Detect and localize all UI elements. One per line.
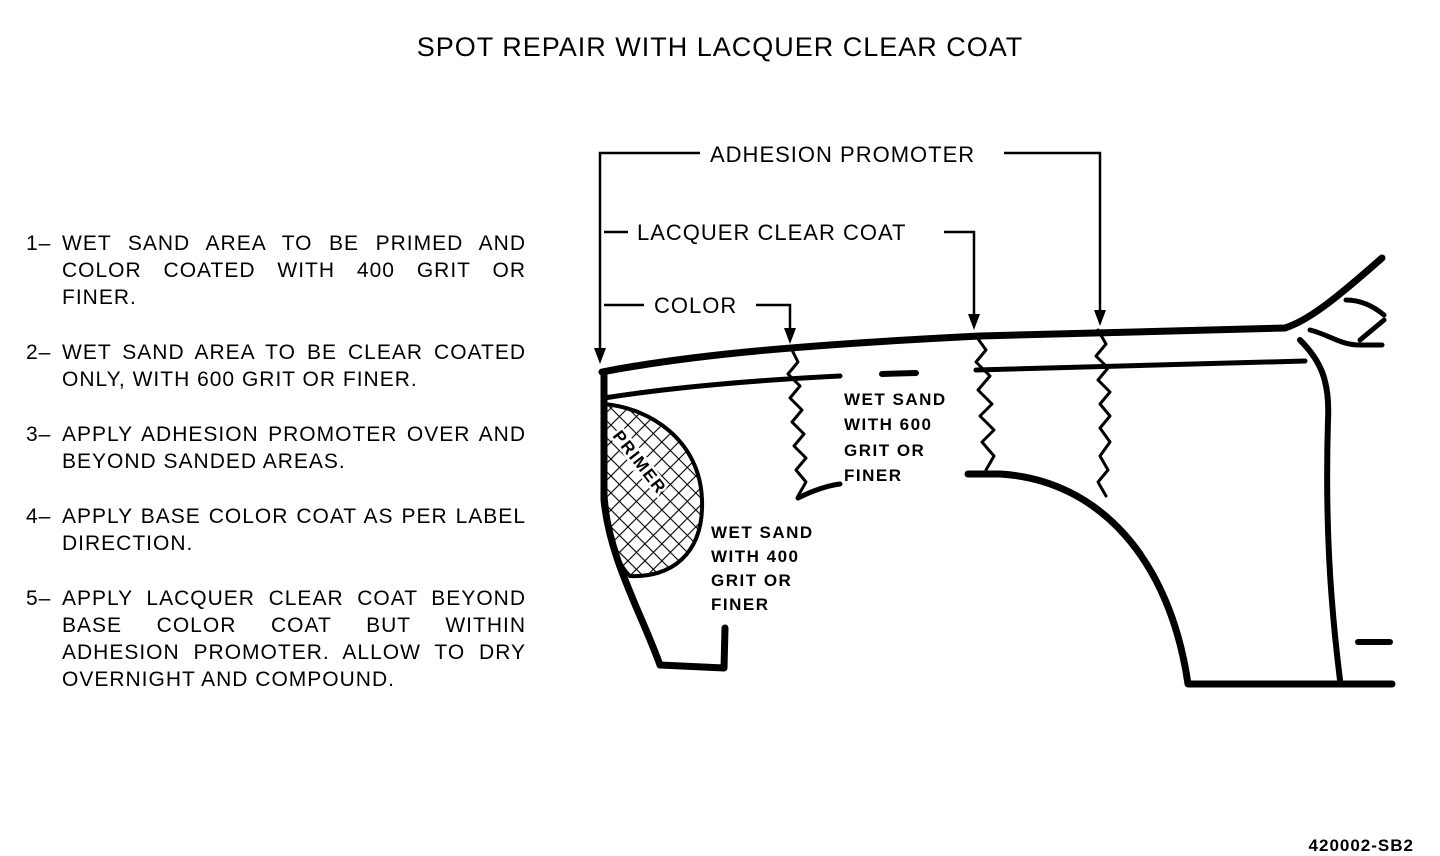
svg-text:WET SAND: WET SAND — [711, 523, 814, 542]
step-number: 3– — [26, 423, 52, 446]
step-text: APPLY LACQUER CLEAR COAT BEYOND BASE COL… — [62, 587, 526, 691]
svg-text:GRIT OR: GRIT OR — [711, 571, 792, 590]
figure-code: 420002-SB2 — [1308, 836, 1414, 855]
diagram-title: SPOT REPAIR WITH LACQUER CLEAR COAT — [416, 32, 1024, 62]
step-3: 3– APPLY ADHESION PROMOTER OVER AND BEYO… — [26, 421, 526, 475]
lacquer-clear-coat-label: LACQUER CLEAR COAT — [637, 220, 906, 245]
step-text: APPLY ADHESION PROMOTER OVER AND BEYOND … — [62, 423, 526, 473]
step-5: 5– APPLY LACQUER CLEAR COAT BEYOND BASE … — [26, 585, 526, 693]
fender-body-line — [601, 373, 843, 401]
adhesion-promoter-leader — [598, 151, 700, 355]
color-label: COLOR — [654, 293, 737, 318]
arrowhead — [784, 328, 796, 344]
step-1: 1– WET SAND AREA TO BE PRIMED AND COLOR … — [26, 230, 526, 311]
svg-text:FINER: FINER — [711, 595, 770, 614]
step-number: 2– — [26, 341, 52, 364]
svg-text:GRIT OR: GRIT OR — [844, 441, 925, 460]
arrowhead — [1094, 310, 1106, 326]
fender-front-edge — [600, 368, 729, 672]
instruction-steps: 1– WET SAND AREA TO BE PRIMED AND COLOR … — [26, 230, 526, 721]
step-text: WET SAND AREA TO BE CLEAR COATED ONLY, W… — [62, 341, 526, 391]
fender-top-edge — [598, 254, 1386, 376]
arrowhead — [968, 314, 980, 330]
step-number: 4– — [26, 505, 52, 528]
adhesion-promoter-label: ADHESION PROMOTER — [710, 142, 975, 167]
svg-text:WITH 400: WITH 400 — [711, 547, 800, 566]
step-text: WET SAND AREA TO BE PRIMED AND COLOR COA… — [62, 232, 526, 309]
zigzag-600 — [974, 334, 996, 472]
step-text: APPLY BASE COLOR COAT AS PER LABEL DIREC… — [62, 505, 526, 555]
svg-text:FINER: FINER — [844, 466, 903, 485]
wet-sand-400-label: WET SAND WITH 400 GRIT OR FINER — [711, 523, 814, 614]
step-4: 4– APPLY BASE COLOR COAT AS PER LABEL DI… — [26, 503, 526, 557]
wheel-arch — [964, 470, 1396, 688]
zigzag-adhesion — [1094, 328, 1112, 498]
step-2: 2– WET SAND AREA TO BE CLEAR COATED ONLY… — [26, 339, 526, 393]
step-number: 1– — [26, 232, 52, 255]
arrowhead — [594, 348, 606, 364]
svg-text:WET SAND: WET SAND — [844, 390, 947, 409]
zigzag-400 — [786, 348, 808, 498]
wet-sand-600-label: WET SAND WITH 600 GRIT OR FINER — [844, 390, 947, 485]
step-number: 5– — [26, 587, 52, 610]
svg-text:WITH 600: WITH 600 — [844, 415, 933, 434]
